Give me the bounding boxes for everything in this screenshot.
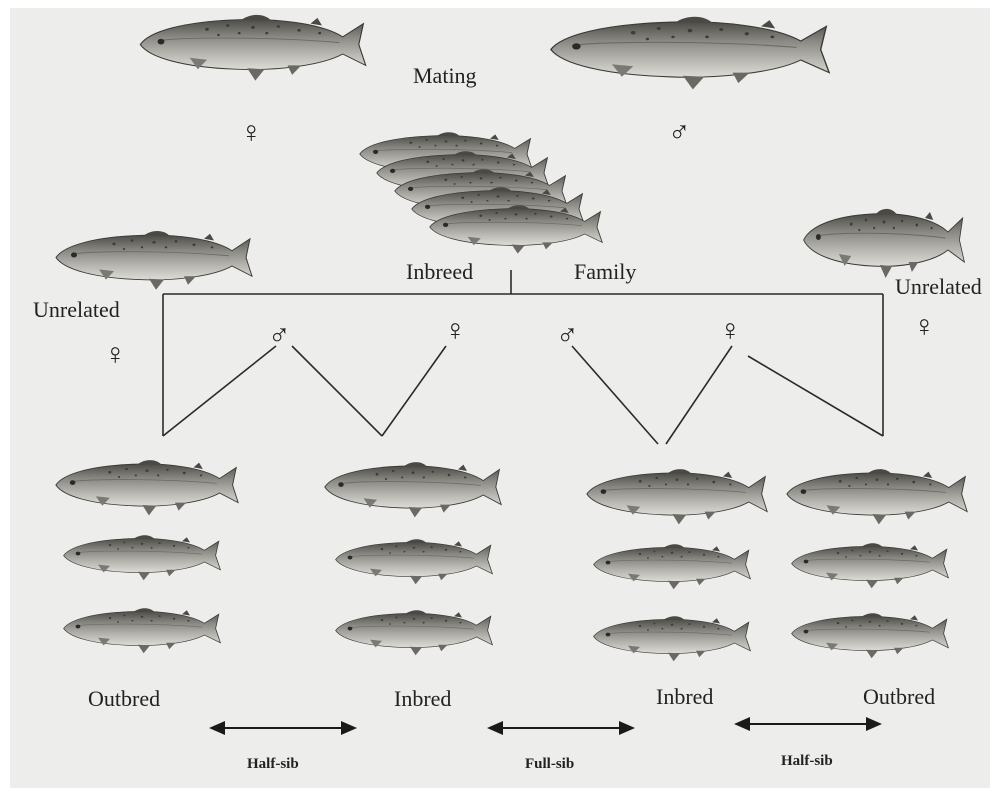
offspring-group-outbred-left xyxy=(56,460,238,653)
male-symbol-family-2: ♂ xyxy=(556,319,579,352)
unrelated-label-left: Unrelated xyxy=(33,297,120,322)
unrelated-female-fish-right xyxy=(804,209,965,278)
offspring-group-inbred-left xyxy=(325,462,501,655)
half-sib-label-right: Half-sib xyxy=(781,753,833,769)
female-parent-fish xyxy=(140,15,365,81)
male-symbol-family-1: ♂ xyxy=(268,319,291,352)
double-arrow-right xyxy=(734,717,882,731)
female-symbol-unrelated-left: ♀ xyxy=(104,338,127,371)
male-parent-fish xyxy=(551,17,829,90)
female-symbol-parent: ♀ xyxy=(240,116,263,149)
male-symbol-parent: ♂ xyxy=(668,116,691,149)
mating-label: Mating xyxy=(413,63,477,88)
half-sib-label-left: Half-sib xyxy=(247,756,299,772)
female-symbol-unrelated-right: ♀ xyxy=(913,310,936,343)
mating-lines xyxy=(163,270,883,444)
female-symbol-family-1: ♀ xyxy=(444,314,467,347)
inbreed-family-fish-stack xyxy=(360,132,602,253)
female-symbol-family-2: ♀ xyxy=(719,314,742,347)
outbred-label-left: Outbred xyxy=(88,686,160,711)
inbred-label-right: Inbred xyxy=(656,684,713,709)
full-sib-label: Full-sib xyxy=(525,756,574,772)
family-label: Family xyxy=(574,259,636,284)
double-arrow-middle xyxy=(487,721,635,735)
outbred-label-right: Outbred xyxy=(863,684,935,709)
unrelated-label-right: Unrelated xyxy=(895,274,982,299)
inbreed-label: Inbreed xyxy=(406,259,473,284)
unrelated-female-fish-left xyxy=(56,231,252,290)
offspring-group-outbred-right xyxy=(787,469,967,658)
double-arrow-left xyxy=(209,721,357,735)
inbred-label-left: Inbred xyxy=(394,686,451,711)
offspring-group-inbred-right xyxy=(587,469,767,661)
